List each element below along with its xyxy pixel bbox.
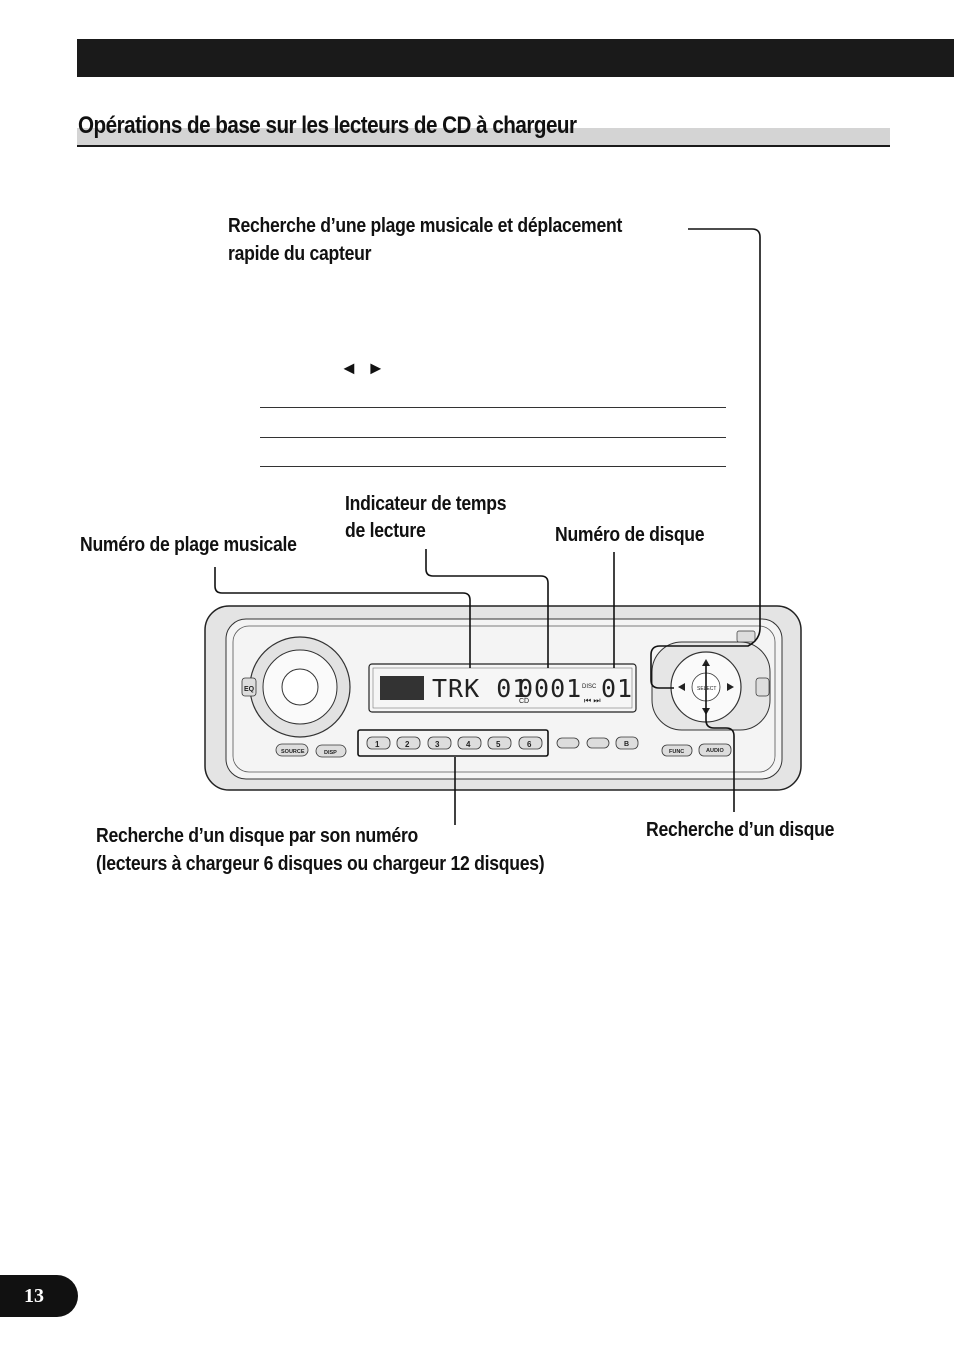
- disp-button[interactable]: [315, 744, 347, 758]
- preset-button-4[interactable]: [457, 736, 482, 750]
- audio-button[interactable]: [698, 743, 732, 757]
- divider: [260, 466, 726, 467]
- label-disc-search: Recherche d’un disque: [646, 819, 835, 841]
- preset-button-1-label: 1: [375, 740, 380, 749]
- joystick-right-icon: [727, 683, 734, 691]
- preset-button-6-label: 6: [527, 740, 532, 749]
- preset-button-2-label: 2: [405, 740, 410, 749]
- func-button[interactable]: [661, 744, 693, 757]
- b-button-label: B: [624, 741, 629, 748]
- joystick-up-icon: [702, 659, 710, 666]
- volume-knob-center: [281, 668, 319, 706]
- preset-button-3[interactable]: [427, 736, 452, 750]
- audio-button-label: AUDIO: [706, 748, 724, 754]
- leader-play-time: [425, 549, 549, 668]
- source-button-label: SOURCE: [281, 749, 305, 755]
- display-track: TRK 01: [432, 674, 528, 703]
- section-title-rule: [77, 145, 890, 147]
- label-track-search-line2: rapide du capteur: [228, 243, 372, 265]
- label-play-time-line2: de lecture: [345, 520, 426, 542]
- eject-button[interactable]: [736, 630, 756, 643]
- source-button[interactable]: [275, 743, 309, 757]
- side-button[interactable]: [755, 677, 770, 697]
- eq-button-label: EQ: [244, 686, 255, 693]
- lcd-display-inner: [372, 667, 633, 709]
- func-button-label: FUNC: [669, 749, 684, 755]
- header-bar: [77, 39, 954, 77]
- lcd-display: [368, 663, 637, 713]
- preset-button-1[interactable]: [366, 736, 391, 750]
- band-button[interactable]: [556, 737, 580, 749]
- leader-track-search: [650, 228, 761, 689]
- device-inner-bezel: [232, 625, 776, 773]
- leader-track-number: [214, 567, 471, 668]
- divider: [260, 407, 726, 408]
- disp-button-label: DISP: [324, 750, 337, 756]
- eq-button[interactable]: [241, 677, 257, 697]
- label-track-search-line1: Recherche d’une plage musicale et déplac…: [228, 215, 623, 237]
- preset-button-5-label: 5: [496, 740, 501, 749]
- page-number: 13: [24, 1284, 44, 1307]
- b-button[interactable]: [615, 736, 639, 750]
- preset-buttons-group: [357, 729, 549, 757]
- joystick-left-icon: [678, 683, 685, 691]
- section-title-band: [77, 128, 890, 146]
- display-cd-label: CD: [519, 698, 529, 705]
- leader-disc-search: [705, 664, 735, 812]
- left-right-arrows-icon: ◄ ►: [340, 358, 387, 378]
- page-number-tab: 13: [0, 1275, 78, 1317]
- preset-button-2[interactable]: [396, 736, 421, 750]
- display-disc-label: DISC: [582, 684, 597, 690]
- band-button-2[interactable]: [586, 737, 610, 749]
- lcd-level-meter: [380, 676, 424, 700]
- display-disc: 01: [601, 674, 633, 703]
- preset-button-5[interactable]: [487, 736, 512, 750]
- preset-button-6[interactable]: [518, 736, 543, 750]
- section-title: Opérations de base sur les lecteurs de C…: [78, 112, 577, 139]
- display-time: 0001: [518, 674, 582, 703]
- display-skip-icons: ⏮ ⏭: [584, 696, 601, 705]
- preset-button-4-label: 4: [466, 740, 471, 749]
- label-play-time-line1: Indicateur de temps: [345, 493, 507, 515]
- label-track-number: Numéro de plage musicale: [80, 534, 297, 556]
- divider: [260, 437, 726, 438]
- label-disc-direct-line2: (lecteurs à chargeur 6 disques ou charge…: [96, 853, 545, 875]
- label-disc-number: Numéro de disque: [555, 524, 705, 546]
- label-disc-direct-line1: Recherche d’un disque par son numéro: [96, 825, 419, 847]
- preset-button-3-label: 3: [435, 740, 440, 749]
